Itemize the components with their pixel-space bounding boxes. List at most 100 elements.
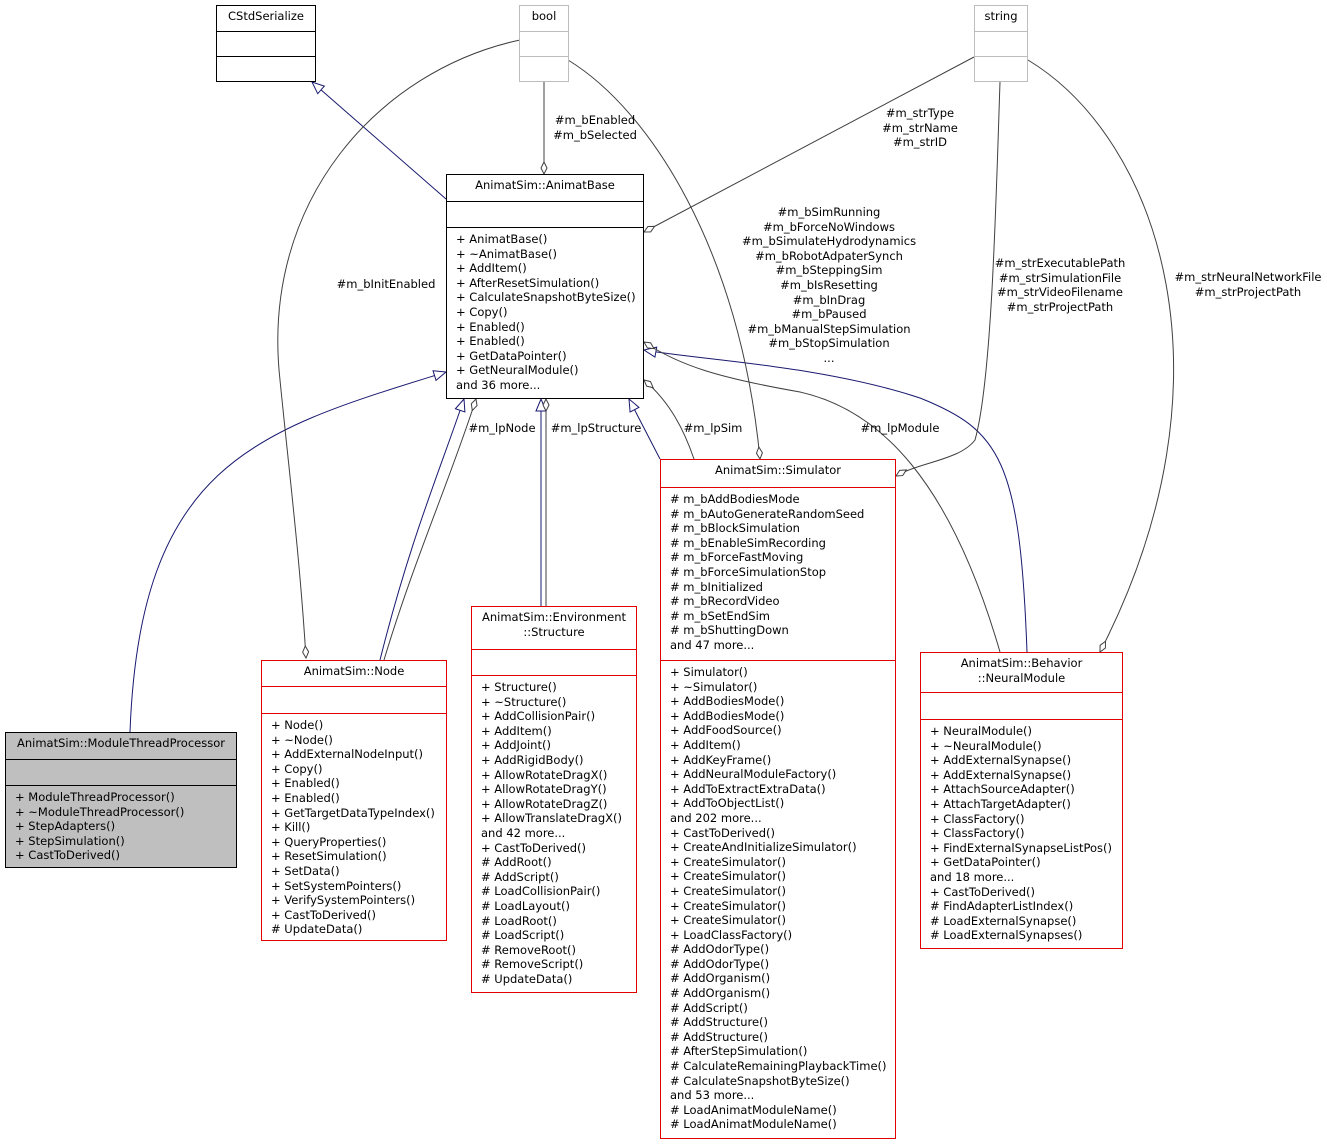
class-box-animatbase[interactable]: AnimatSim::AnimatBase + AnimatBase() + ~… xyxy=(446,174,644,399)
method-item: + CalculateSnapshotByteSize() xyxy=(456,290,636,305)
edge-label-line: #m_strVideoFilename xyxy=(997,285,1123,300)
edge-label-bool-simulator: #m_bSimRunning #m_bForceNoWindows #m_bSi… xyxy=(738,205,920,366)
edge-label-lpsim: #m_lpSim xyxy=(683,421,743,435)
method-item: + AddItem() xyxy=(670,737,741,752)
edge-string-simulator xyxy=(896,81,1001,476)
method-item: # RemoveRoot() xyxy=(481,942,576,957)
method-item: + Copy() xyxy=(271,761,323,776)
class-name: AnimatSim::Node xyxy=(303,664,405,678)
attribute-item: # m_bForceFastMoving xyxy=(670,550,804,565)
method-item: # UpdateData() xyxy=(481,971,573,986)
method-item: + AddExternalSynapse() xyxy=(930,753,1072,768)
class-box-modulethreadprocessor[interactable]: AnimatSim::ModuleThreadProcessor + Modul… xyxy=(5,732,237,868)
edge-animatbase-inherits-cstdserialize xyxy=(312,82,447,200)
class-name: AnimatSim::Behavior ::NeuralModule xyxy=(921,653,1122,692)
method-item: # AddOdorType() xyxy=(670,956,770,971)
methods-compartment: + AnimatBase() + ~AnimatBase() + AddItem… xyxy=(447,227,643,396)
methods-compartment: + ModuleThreadProcessor() + ~ModuleThrea… xyxy=(6,785,236,866)
method-item: + Enabled() xyxy=(456,319,525,334)
edge-label-lpstructure: #m_lpStructure xyxy=(550,421,642,435)
method-item: + AddRigidBody() xyxy=(481,752,584,767)
method-item: # FindAdapterListIndex() xyxy=(930,899,1074,914)
method-item: + AddCollisionPair() xyxy=(481,709,596,724)
method-item: and 18 more... xyxy=(930,869,1015,884)
method-item: + ~Simulator() xyxy=(670,679,758,694)
method-item: + GetDataPointer() xyxy=(930,855,1041,870)
edge-label-line: #m_bManualStepSimulation xyxy=(747,321,911,336)
class-box-structure[interactable]: AnimatSim::Environment ::Structure + Str… xyxy=(471,606,637,993)
method-item: + AddBodiesMode() xyxy=(670,694,785,709)
method-item: + AnimatBase() xyxy=(456,232,548,246)
class-box-simulator[interactable]: AnimatSim::Simulator # m_bAddBodiesMode … xyxy=(660,459,896,1139)
method-item: # AddOdorType() xyxy=(670,942,770,957)
method-item: and 202 more... xyxy=(670,810,762,825)
attributes-compartment xyxy=(262,686,446,713)
method-item: + ~Node() xyxy=(271,732,333,747)
methods-compartment xyxy=(217,56,315,81)
class-name-line: AnimatSim::Behavior xyxy=(960,656,1083,670)
attribute-item: # m_bAddBodiesMode xyxy=(670,492,800,506)
class-name: AnimatSim::ModuleThreadProcessor xyxy=(17,736,225,750)
attributes-compartment xyxy=(447,201,643,227)
method-item: + SetData() xyxy=(271,863,340,878)
method-item: + AddExternalNodeInput() xyxy=(271,747,424,762)
method-item: # LoadLayout() xyxy=(481,898,570,913)
method-item: # RemoveScript() xyxy=(481,957,584,972)
method-item: # UpdateData() xyxy=(271,922,363,937)
edge-string-neuralmodule xyxy=(1027,59,1175,652)
method-item: + AddToExtractExtraData() xyxy=(670,781,826,796)
method-item: + Structure() xyxy=(481,680,557,694)
method-item: + CastToDerived() xyxy=(15,848,120,863)
method-item: # AddRoot() xyxy=(481,855,552,870)
class-box-neuralmodule[interactable]: AnimatSim::Behavior ::NeuralModule + Neu… xyxy=(920,652,1123,949)
edge-label-line: ... xyxy=(823,350,835,365)
class-name: CStdSerialize xyxy=(228,9,304,23)
edge-label-line: #m_bSimRunning xyxy=(777,205,881,219)
method-item: + VerifySystemPointers() xyxy=(271,893,416,908)
method-item: # AfterStepSimulation() xyxy=(670,1044,808,1059)
class-box-cstdserialize[interactable]: CStdSerialize xyxy=(216,5,316,82)
edge-label-line: #m_bForceNoWindows xyxy=(763,219,895,234)
method-item: # LoadAnimatModuleName() xyxy=(670,1102,837,1117)
class-box-bool[interactable]: bool xyxy=(519,5,569,82)
method-item: + CastToDerived() xyxy=(930,884,1035,899)
method-item: + StepSimulation() xyxy=(15,833,125,848)
edge-label-line: #m_strID xyxy=(892,135,948,150)
edge-bool-node xyxy=(277,39,521,658)
edge-label-line: #m_strProjectPath xyxy=(1194,284,1302,299)
edge-label-string-simulator: #m_strExecutablePath #m_strSimulationFil… xyxy=(990,256,1130,314)
attribute-item: # m_bShuttingDown xyxy=(670,623,789,638)
edge-label-line: #m_bPaused xyxy=(791,307,867,322)
method-item: + CreateSimulator() xyxy=(670,913,786,928)
method-item: + AttachSourceAdapter() xyxy=(930,782,1075,797)
edge-label-line: #m_strSimulationFile xyxy=(998,270,1122,285)
edge-modulethreadprocessor-inherits-animatbase xyxy=(129,372,446,733)
method-item: + AddJoint() xyxy=(481,738,551,753)
method-item: + AttachTargetAdapter() xyxy=(930,796,1071,811)
method-item: + FindExternalSynapseListPos() xyxy=(930,840,1113,855)
method-item: + CreateSimulator() xyxy=(670,883,786,898)
edge-animatbase-neuralmodule xyxy=(644,342,1001,653)
method-item: + GetNeuralModule() xyxy=(456,363,579,378)
class-box-string[interactable]: string xyxy=(974,5,1028,82)
class-name-line: AnimatSim::Environment xyxy=(482,610,626,624)
attribute-item: # m_bSetEndSim xyxy=(670,608,770,623)
methods-compartment: + Node() + ~Node() + AddExternalNodeInpu… xyxy=(262,713,446,940)
edge-label-line: #m_bSimulateHydrodynamics xyxy=(741,234,917,249)
class-name: AnimatSim::AnimatBase xyxy=(475,178,615,192)
class-name: string xyxy=(984,9,1018,23)
method-item: + AddItem() xyxy=(456,261,527,276)
method-item: + Copy() xyxy=(456,304,508,319)
method-item: # LoadExternalSynapses() xyxy=(930,928,1083,943)
edge-label-line: #m_bSelected xyxy=(553,127,637,142)
class-box-node[interactable]: AnimatSim::Node + Node() + ~Node() + Add… xyxy=(261,660,447,941)
method-item: # LoadCollisionPair() xyxy=(481,884,601,899)
edge-label-line: #m_strType xyxy=(885,106,955,120)
method-item: + ModuleThreadProcessor() xyxy=(15,790,175,804)
edge-label-line: #m_bIsResetting xyxy=(780,277,878,292)
attributes-compartment xyxy=(472,649,636,675)
method-item: + ~Structure() xyxy=(481,694,567,709)
attribute-item: # m_bInitialized xyxy=(670,579,763,594)
edge-label-string-animatbase: #m_strType #m_strName #m_strID xyxy=(868,106,972,150)
